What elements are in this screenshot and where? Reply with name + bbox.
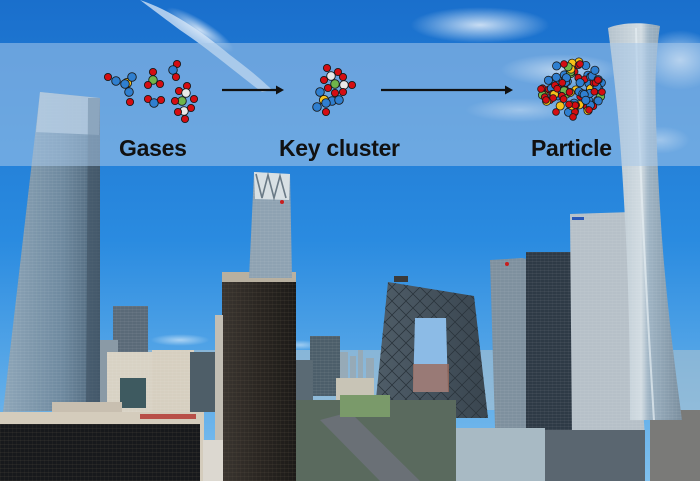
particle-atom <box>594 76 602 84</box>
particle-atom <box>575 78 585 88</box>
stage-label-gases: Gases <box>119 135 187 161</box>
right-buildings <box>455 212 700 481</box>
gas-molecule <box>143 94 166 108</box>
particle-cluster <box>537 57 606 121</box>
particle-atom <box>569 113 577 121</box>
particle-atom <box>598 88 606 96</box>
particle-atom <box>555 101 565 111</box>
particle-atom <box>576 60 584 68</box>
particle-atom <box>537 85 545 93</box>
particle-atom <box>558 79 567 87</box>
particle-atom <box>585 106 593 114</box>
particle-atom <box>593 96 603 106</box>
particle-atom <box>565 100 573 109</box>
particle-atom <box>559 95 568 103</box>
particle-atom <box>590 87 599 96</box>
hotel-building <box>0 402 204 481</box>
key-cluster <box>312 63 357 117</box>
particle-atom <box>552 108 560 116</box>
particle-atom <box>551 72 561 82</box>
particle-atom <box>560 60 568 68</box>
gas-molecule <box>103 72 137 107</box>
crown-tower <box>249 171 292 278</box>
ground <box>203 395 456 481</box>
bronze-tower <box>215 272 296 481</box>
stage-label-key-cluster: Key cluster <box>279 135 400 161</box>
cctv-building <box>374 276 488 418</box>
gases-molecules <box>103 59 199 124</box>
particle-atom <box>543 75 553 85</box>
particle-atom <box>565 88 574 96</box>
particle-atom <box>542 96 550 104</box>
particle-atom <box>552 61 562 71</box>
particle-atom <box>590 65 600 75</box>
gas-molecule <box>143 67 165 90</box>
particle-atom <box>571 101 579 109</box>
gas-molecule <box>168 59 182 82</box>
stage-label-particle: Particle <box>531 135 612 161</box>
particle-atom <box>553 84 561 93</box>
particle-atom <box>581 95 591 105</box>
gas-molecule <box>170 81 199 124</box>
arrow-cluster-to-particle <box>381 85 513 95</box>
arrow-gases-to-cluster <box>222 85 284 95</box>
